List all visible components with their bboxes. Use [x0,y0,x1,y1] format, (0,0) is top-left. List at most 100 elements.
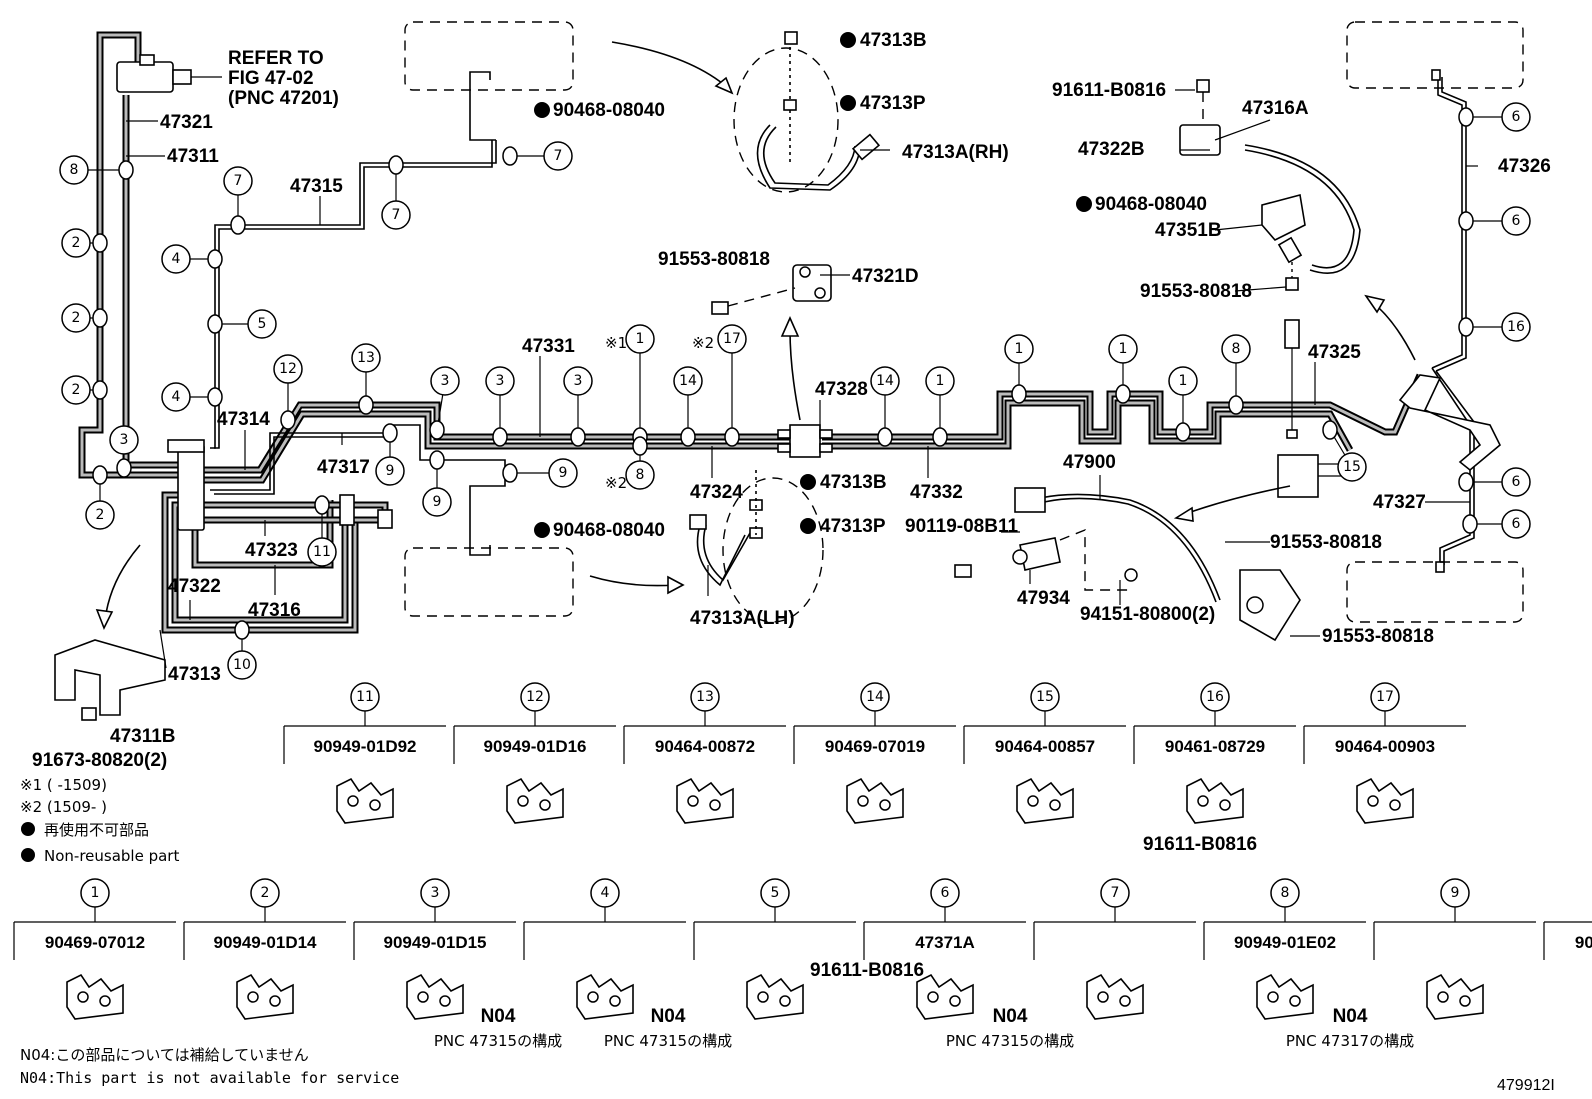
callout-c6 [1501,206,1531,236]
callout-c12 [273,354,303,384]
clip-bot-num-9: 9 [1451,885,1460,901]
callout-c6 [1501,102,1531,132]
callout-c1-label: 1 [1179,373,1188,389]
clip-bot-clip-icon-2 [236,973,294,1020]
legend-note2: ※2 (1509- ) [20,798,107,816]
junction-fittings [167,424,833,531]
callout-c2 [61,375,91,405]
label-47314: 47314 [217,409,270,430]
n04-note-c5: PNC 47315の構成 [604,1032,732,1050]
callout-c4-label: 4 [172,251,181,267]
legend-n04-en: N04:This part is not available for servi… [20,1069,399,1087]
callout-c3 [430,366,460,396]
clip-top-clip-icon-15 [1016,777,1074,824]
callout-c6 [1501,467,1531,497]
clip-bot-clip-icon-1 [66,973,124,1020]
label-47311: 47311 [167,146,219,167]
label-94151: 94151-80800(2) [1080,604,1215,625]
clip-top-clip-icon-13 [676,777,734,824]
label-47351B: 47351B [1155,220,1222,241]
label-91611-top: 91611-B0816 [1052,80,1166,101]
clip-bot-part-10: 90480-01621 [1575,933,1592,952]
callout-c11 [307,537,337,567]
clip-bot-num-2: 2 [261,885,270,901]
callout-c3 [563,366,593,396]
sensor-47900 [1014,487,1301,642]
clip-top-part-13: 90464-00872 [655,737,755,756]
callout-c9-label: 9 [386,463,395,479]
callout-c17-label: 17 [723,331,741,347]
label-mark1: ※1 [605,334,627,352]
callout-c2-label: 2 [96,507,105,523]
callout-c9 [422,487,452,517]
callout-c1 [925,366,955,396]
label-47326: 47326 [1498,156,1551,177]
callout-c12-label: 12 [279,361,297,377]
clip-top-clip-icon-12 [506,777,564,824]
label-47331: 47331 [522,336,575,357]
dashed-outlines [404,21,1524,623]
label-47315: 47315 [290,176,343,197]
n04-c9: N04 [1333,1006,1368,1027]
n04-note-c4: PNC 47315の構成 [434,1032,562,1050]
clip-bot-clip-icon-9 [1426,973,1484,1020]
callout-c3 [109,425,139,455]
label-47325: 47325 [1308,342,1361,363]
callout-c7-label: 7 [554,148,563,164]
clip-bot-num-6: 6 [941,885,950,901]
clip-bot-num-1: 1 [91,885,100,901]
sensor-box-47325 [1277,319,1345,498]
label-pnc: (PNC 47201) [228,88,339,109]
callout-c3-label: 3 [496,373,505,389]
label-47328: 47328 [815,379,868,400]
clip-bot-num-5: 5 [771,885,780,901]
flex-hose-lh [689,470,763,587]
callout-c15 [1337,452,1367,482]
callout-c14 [673,366,703,396]
label-mark2a: ※2 [692,334,714,352]
callout-c8 [59,155,89,185]
clip-top-part-11: 90949-01D92 [313,737,416,756]
callout-c1-label: 1 [1119,341,1128,357]
callout-c7 [223,166,253,196]
clip-bot-part-1: 90469-07012 [45,933,145,952]
clip-top-part-17: 90464-00903 [1335,737,1435,756]
clip-top-num-15: 15 [1036,689,1054,705]
n04-note-c9: PNC 47317の構成 [1286,1032,1414,1050]
n04-note-c7: PNC 47315の構成 [946,1032,1074,1050]
callout-c11-label: 11 [313,544,331,560]
label-91553-b: 91553-80818 [1270,532,1382,553]
callout-c15-label: 15 [1343,459,1361,475]
clip-bot-part-8: 90949-01E02 [1234,933,1336,952]
clip-bot-part-6: 47371A [915,933,975,952]
clip-top-part-12: 90949-01D16 [483,737,586,756]
clip-tables: 1190949-01D921290949-01D161390464-008721… [13,682,1592,1050]
callout-c9-label: 9 [433,494,442,510]
callout-c2 [85,500,115,530]
label-47313B-bot: 47313B [820,472,887,493]
callout-c6-label: 6 [1512,516,1521,532]
callout-c5-label: 5 [258,316,267,332]
main-tube-bundle [161,373,1424,634]
bracket-47311B [54,639,166,721]
clip-bot-num-3: 3 [431,885,440,901]
label-47322B: 47322B [1078,139,1145,160]
callout-c16 [1501,312,1531,342]
clip-top-part-14: 90469-07019 [825,737,925,756]
callout-c6-label: 6 [1512,474,1521,490]
label-47316: 47316 [248,600,301,621]
callout-c7 [381,200,411,230]
n04-c5: N04 [651,1006,686,1027]
callout-c3-label: 3 [120,432,129,448]
callout-c2 [61,228,91,258]
nonreusable-markers [534,32,1092,538]
callout-c4-label: 4 [172,389,181,405]
clip-bot-part-3: 90949-01D15 [383,933,486,952]
label-47311B: 47311B [110,726,176,747]
label-47321: 47321 [160,112,213,133]
callout-c8-label: 8 [636,467,645,483]
clip-bot-num-7: 7 [1111,885,1120,901]
callout-c8-label: 8 [70,162,79,178]
label-90468-top: 90468-08040 [553,100,665,121]
callout-c7 [543,141,573,171]
